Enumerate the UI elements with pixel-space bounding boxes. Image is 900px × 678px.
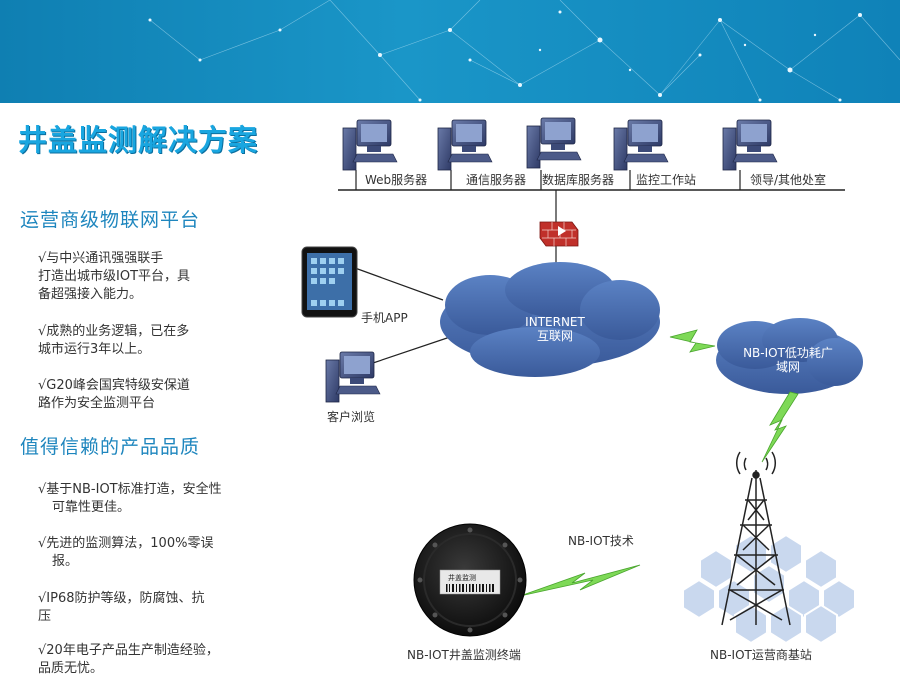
bullet-line: √与中兴通讯强强联手: [38, 251, 164, 266]
network-pattern-graphic: [148, 0, 900, 102]
manhole-sensor-device-icon: [413, 523, 527, 637]
internet-cloud-label: INTERNET 互联网: [500, 315, 610, 343]
database-server-icon: [526, 117, 582, 169]
internet-cloud: [440, 262, 660, 377]
client-browser-icon: [325, 351, 381, 403]
lightning-device-tower-icon: [519, 564, 641, 597]
bullet-line: √基于NB-IOT标准打造，安全性: [38, 482, 222, 497]
bullet-line: 报。: [52, 554, 79, 569]
label-base-station: NB-IOT运营商基站: [710, 648, 812, 662]
bullet-line: √G20峰会国宾特级安保道: [38, 378, 190, 393]
device-sticker-text: 井盖监测: [448, 574, 476, 582]
nbiot-cloud-line-1: NB-IOT低功耗广: [743, 346, 833, 360]
bullet-line: 品质无忧。: [38, 661, 104, 676]
header-banner: [0, 0, 900, 103]
bullet-ip68: √IP68防护等级，防腐蚀、抗 压: [38, 590, 205, 626]
page-title: 井盖监测解决方案: [18, 123, 259, 157]
monitoring-workstation-icon: [613, 119, 669, 171]
bullet-line: 压: [38, 609, 52, 624]
hexagon-cell-grid: [682, 533, 856, 645]
label-mobile-app: 手机APP: [361, 311, 408, 325]
bullet-business-logic: √成熟的业务逻辑，已在多 城市运行3年以上。: [38, 323, 189, 359]
internet-label-cn: 互联网: [536, 329, 573, 343]
lightning-nbiot-tower-icon: [761, 391, 799, 463]
bullet-line: √成熟的业务逻辑，已在多: [38, 324, 190, 339]
label-leadership-office: 领导/其他处室: [750, 173, 827, 187]
bullet-line: √先进的监测算法，100%零误: [38, 536, 214, 551]
web-server-icon: [342, 119, 398, 171]
nbiot-cloud-line-2: 域网: [775, 360, 800, 374]
bullet-manufacturing: √20年电子产品生产制造经验， 品质无忧。: [38, 642, 219, 678]
section-heading-quality: 值得信赖的产品品质: [20, 436, 201, 458]
label-web-server: Web服务器: [365, 173, 428, 187]
label-sensor-terminal: NB-IOT井盖监测终端: [407, 648, 521, 662]
bullet-g20-security: √G20峰会国宾特级安保道 路作为安全监测平台: [38, 377, 190, 413]
bullet-line: 备超强接入能力。: [38, 287, 143, 302]
bullet-line: 路作为安全监测平台: [38, 396, 156, 411]
label-database-server: 数据库服务器: [542, 173, 615, 187]
communication-server-icon: [437, 119, 493, 171]
firewall-icon: [539, 221, 579, 247]
label-communication-server: 通信服务器: [466, 173, 527, 187]
base-station-tower-icon: [721, 451, 791, 626]
bullet-line: 可靠性更佳。: [52, 500, 131, 515]
internet-label-en: INTERNET: [525, 315, 585, 329]
nbiot-cloud: [716, 318, 863, 394]
label-nbiot-technology: NB-IOT技术: [568, 534, 634, 548]
bullet-algorithm: √先进的监测算法，100%零误 报。: [38, 535, 213, 571]
bullet-line: √20年电子产品生产制造经验，: [38, 643, 219, 658]
bullet-zte-partnership: √与中兴通讯强强联手 打造出城市级IOT平台，具 备超强接入能力。: [38, 250, 190, 304]
lightning-internet-nbiot-icon: [669, 329, 716, 353]
label-monitoring-workstation: 监控工作站: [636, 173, 697, 187]
bullet-line: √IP68防护等级，防腐蚀、抗: [38, 591, 205, 606]
bullet-nbiot-standard: √基于NB-IOT标准打造，安全性 可靠性更佳。: [38, 481, 222, 517]
bullet-line: 打造出城市级IOT平台，具: [38, 269, 191, 284]
label-client-browser: 客户浏览: [327, 410, 376, 424]
bullet-line: 城市运行3年以上。: [38, 342, 151, 357]
tablet-icon: [301, 246, 358, 318]
leadership-office-icon: [722, 119, 778, 171]
section-heading-platform: 运营商级物联网平台: [20, 209, 201, 231]
nbiot-cloud-label: NB-IOT低功耗广 域网: [738, 346, 838, 374]
